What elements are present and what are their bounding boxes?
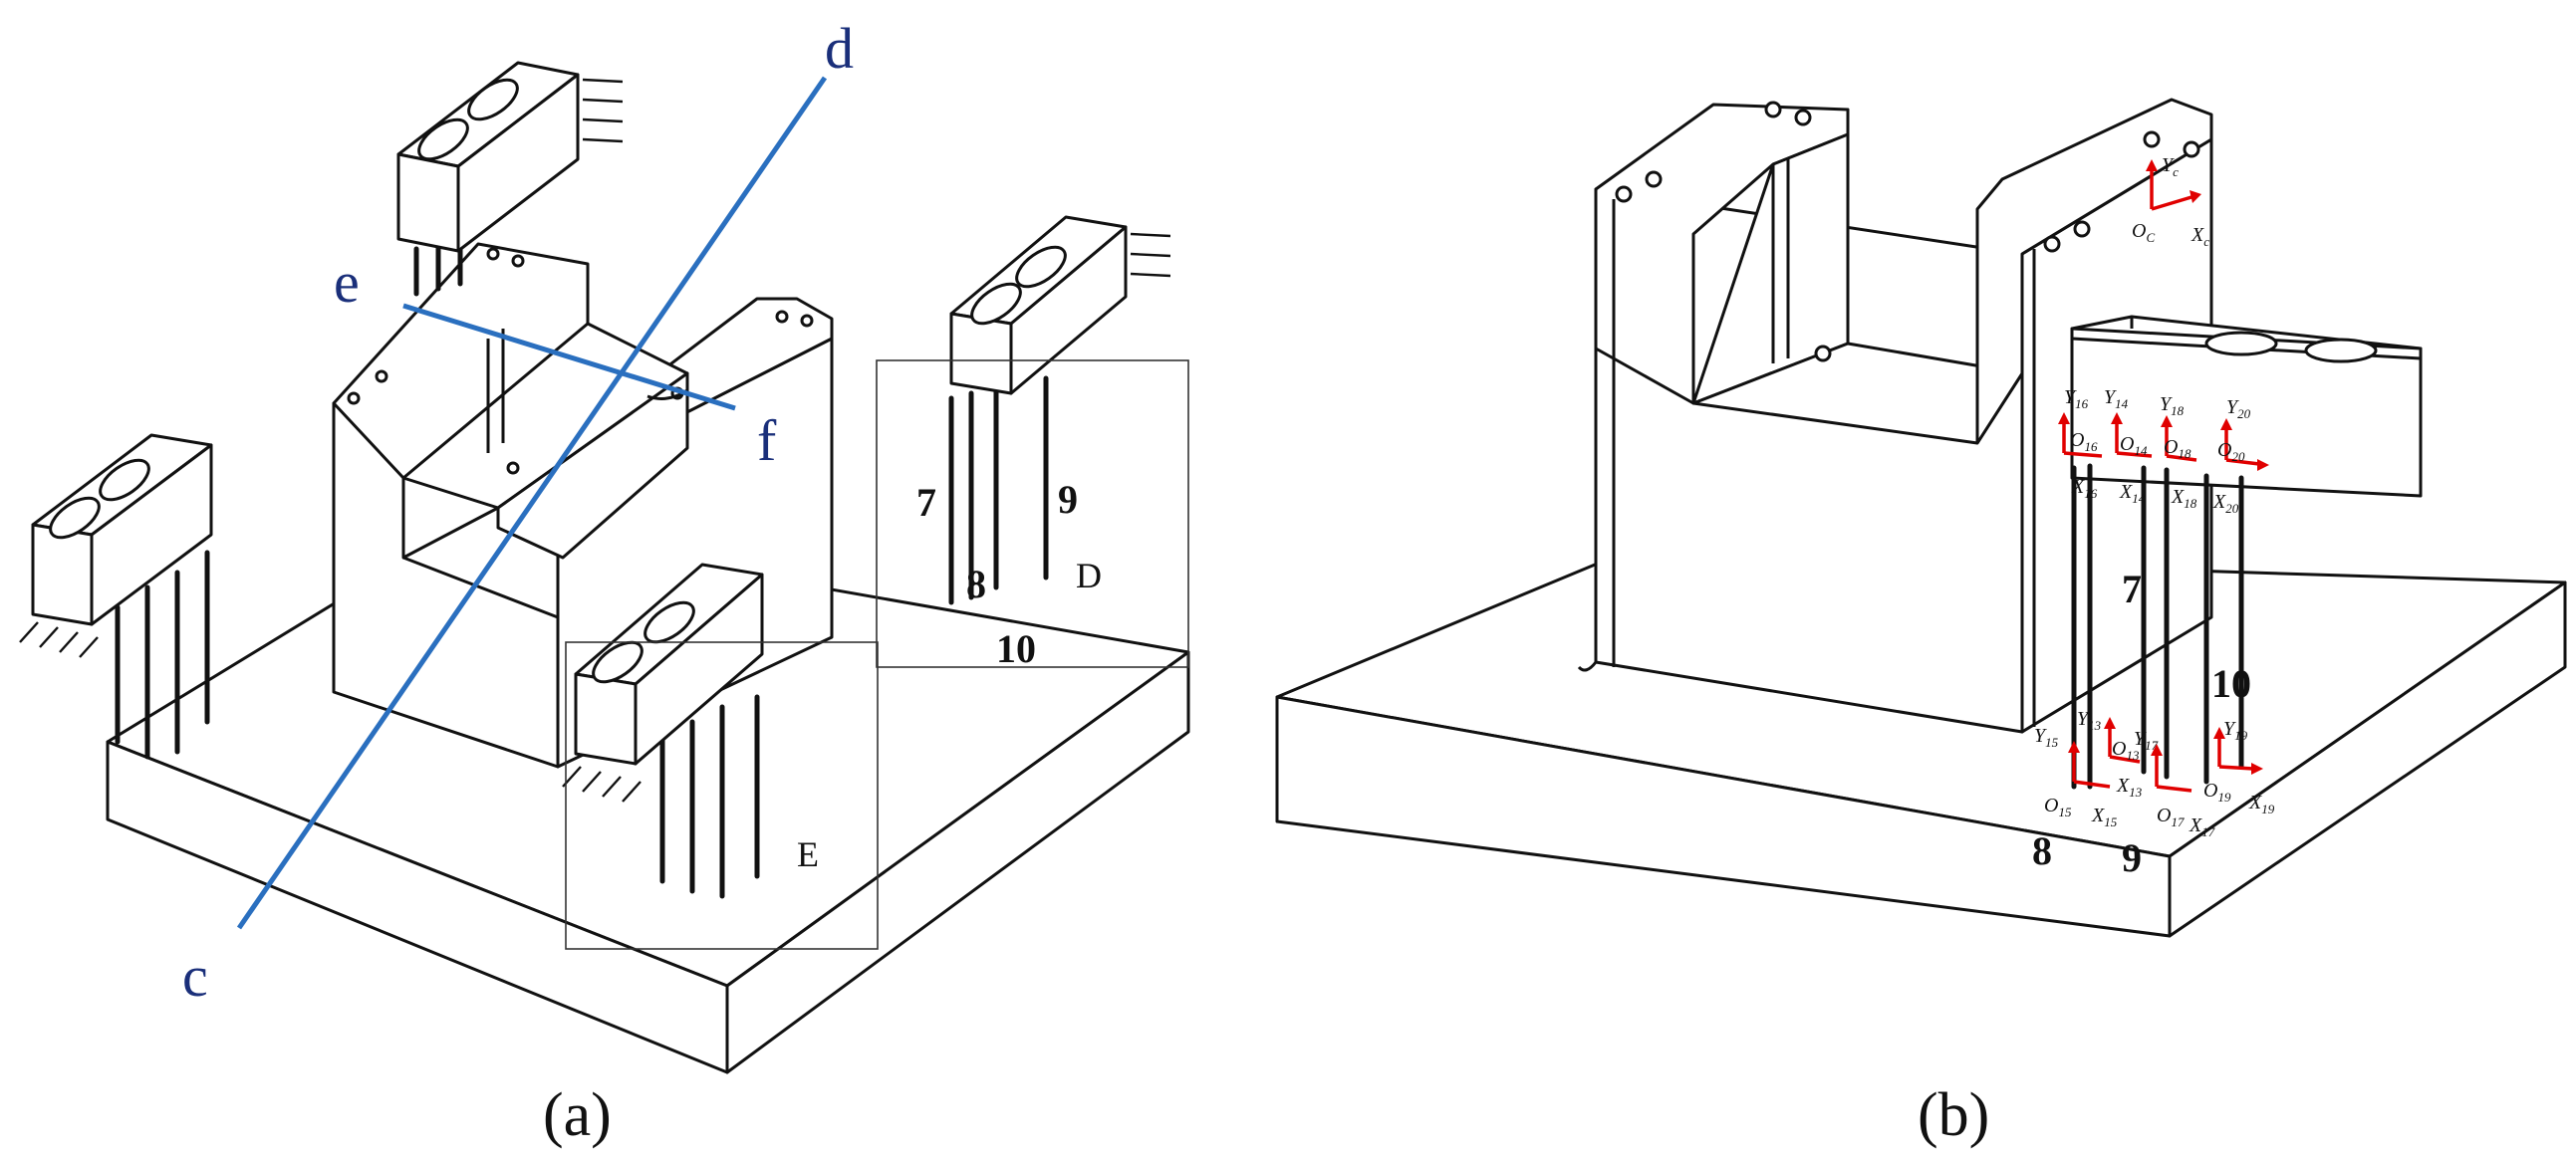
u-block-a — [332, 242, 834, 769]
caption-b: (b) — [1918, 1081, 1989, 1149]
label-oc: OC — [2132, 220, 2155, 245]
box-label-d: D — [1076, 556, 1102, 595]
label-o15: O15 — [2044, 795, 2072, 819]
label-x16: X16 — [2071, 476, 2098, 501]
label-y15: Y15 — [2034, 725, 2059, 750]
top-clamp — [396, 61, 624, 297]
label-y17: Y17 — [2134, 728, 2159, 753]
right-clamp — [948, 215, 1171, 605]
detail-box-d — [876, 359, 1189, 668]
pin-label-8-a: 8 — [966, 562, 986, 606]
label-x17: X17 — [2189, 814, 2215, 839]
label-x13: X13 — [2116, 775, 2143, 800]
panel-a: D E 7 8 9 10 c d e f (a) — [19, 16, 1190, 1149]
pin-label-10-b: 10 — [2211, 661, 2251, 706]
box-label-e: E — [797, 834, 819, 874]
pin-label-7-a: 7 — [916, 480, 936, 525]
detail-box-e — [565, 641, 879, 950]
label-o19: O19 — [2203, 780, 2231, 805]
label-y16: Y16 — [2064, 386, 2089, 411]
label-y18: Y18 — [2160, 393, 2185, 418]
label-x18: X18 — [2171, 486, 2197, 511]
clamp-b — [2070, 315, 2423, 498]
section-line-ef — [402, 303, 736, 411]
label-x15: X15 — [2091, 805, 2118, 829]
line-label-e: e — [334, 250, 360, 315]
label-x14: X14 — [2119, 481, 2146, 506]
label-x19: X19 — [2248, 792, 2275, 816]
label-y20: Y20 — [2226, 396, 2251, 421]
left-clamp — [19, 433, 213, 760]
pin-label-8-b: 8 — [2032, 828, 2052, 873]
label-xc: Xc — [2190, 224, 2209, 249]
section-line-cd — [236, 76, 828, 930]
label-o13: O13 — [2112, 738, 2140, 763]
pin-label-10-a: 10 — [996, 626, 1036, 671]
label-x20: X20 — [2212, 491, 2239, 516]
label-o16: O16 — [2070, 429, 2098, 454]
label-yc: Yc — [2162, 154, 2179, 179]
pin-label-7-b: 7 — [2122, 567, 2142, 611]
line-label-f: f — [757, 408, 777, 473]
label-y14: Y14 — [2104, 386, 2129, 411]
pin-label-9-b: 9 — [2122, 835, 2142, 880]
coord-labels: Yc OC Xc Y16 Y14 Y18 Y20 O16 O14 O18 O20… — [2034, 154, 2275, 839]
label-o20: O20 — [2217, 439, 2245, 464]
label-o17: O17 — [2157, 805, 2185, 829]
coord-frame-arrows — [2058, 159, 2269, 793]
caption-a: (a) — [543, 1081, 612, 1149]
label-o18: O18 — [2164, 436, 2191, 461]
pins-b — [2071, 463, 2244, 790]
front-clamp — [562, 563, 764, 899]
pin-label-9-a: 9 — [1058, 477, 1078, 522]
label-y13: Y13 — [2077, 708, 2102, 733]
label-y19: Y19 — [2223, 718, 2248, 743]
label-o14: O14 — [2120, 433, 2148, 458]
line-label-c: c — [182, 944, 208, 1009]
panel-b: Yc OC Xc Y16 Y14 Y18 Y20 O16 O14 O18 O20… — [1275, 98, 2567, 1149]
line-label-d: d — [825, 16, 854, 81]
